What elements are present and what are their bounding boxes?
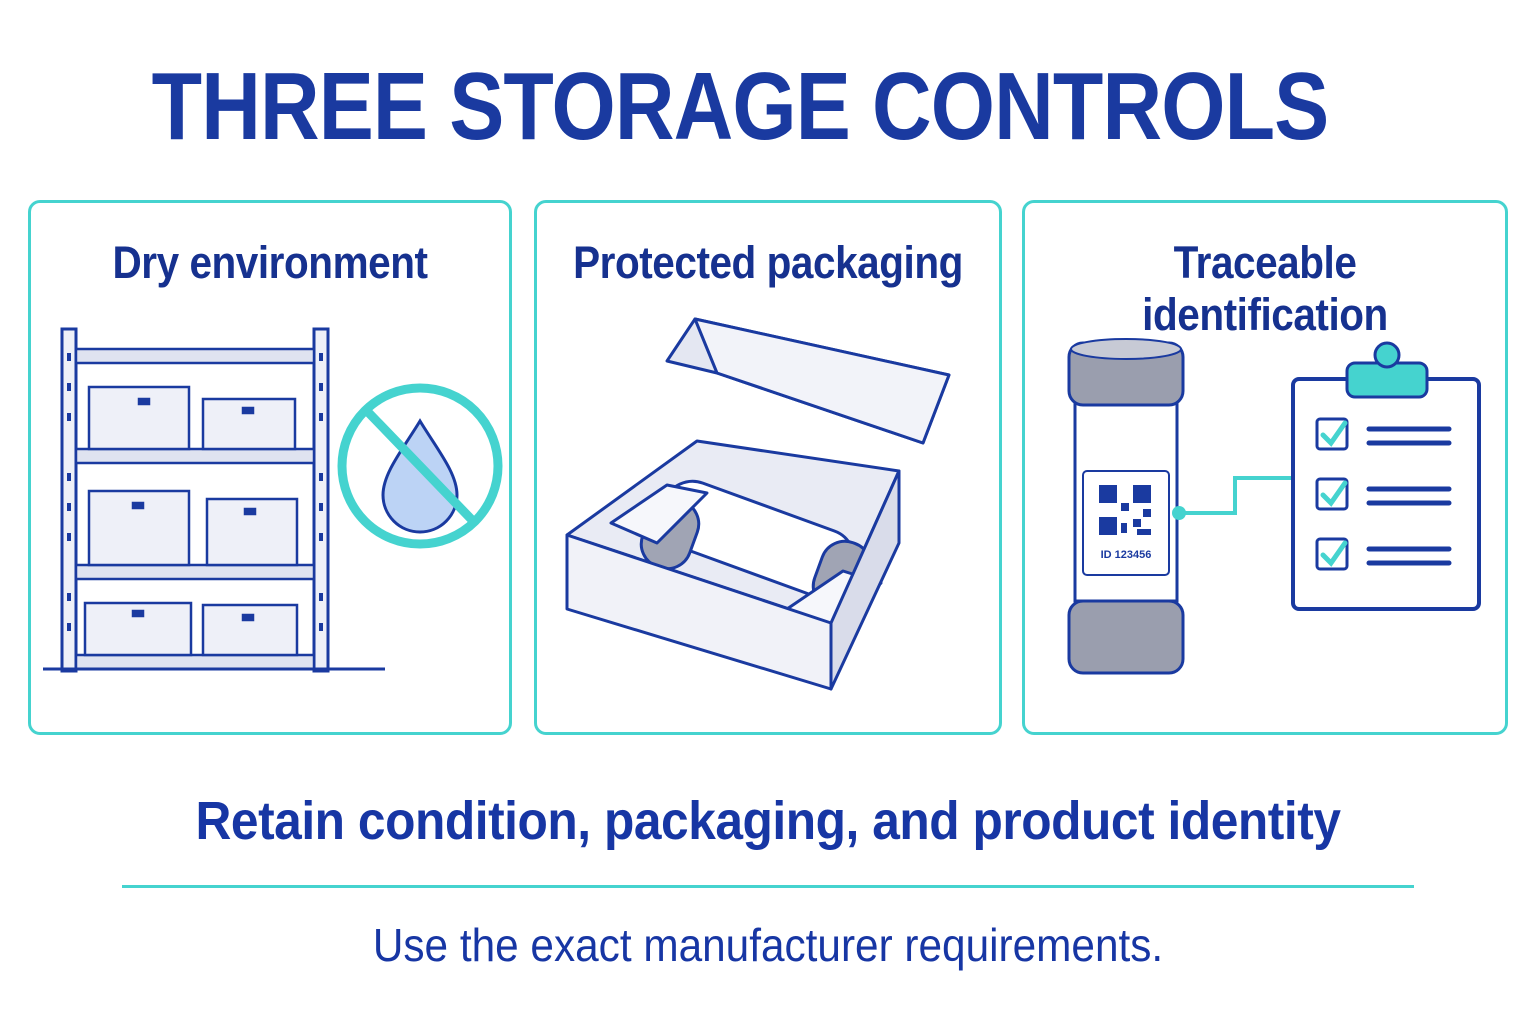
id-label: ID 123456 xyxy=(1101,549,1152,561)
panel-dry-environment: Dry environment xyxy=(28,200,512,735)
shelving-icon xyxy=(43,327,503,673)
panel-title-protected-packaging: Protected packaging xyxy=(573,237,963,288)
qr-code-icon xyxy=(1099,485,1151,535)
page-title: THREE STORAGE CONTROLS xyxy=(151,53,1330,160)
tagline: Retain condition, packaging, and product… xyxy=(195,791,1341,851)
panel-title-traceable-identification: Traceable identification xyxy=(1142,237,1388,340)
panel-traceable-identification: Traceable identification ID 123456 xyxy=(1022,200,1508,735)
checklist-clipboard-icon xyxy=(1291,341,1481,611)
divider xyxy=(122,885,1414,888)
fuse-in-box-icon xyxy=(565,317,951,691)
traceable-fuse-icon: ID 123456 xyxy=(1067,338,1481,675)
panel-title-dry-environment: Dry environment xyxy=(112,237,428,288)
no-water-drop-icon xyxy=(337,383,503,549)
footnote: Use the exact manufacturer requirements. xyxy=(372,919,1164,971)
panel-protected-packaging: Protected packaging xyxy=(534,200,1002,735)
